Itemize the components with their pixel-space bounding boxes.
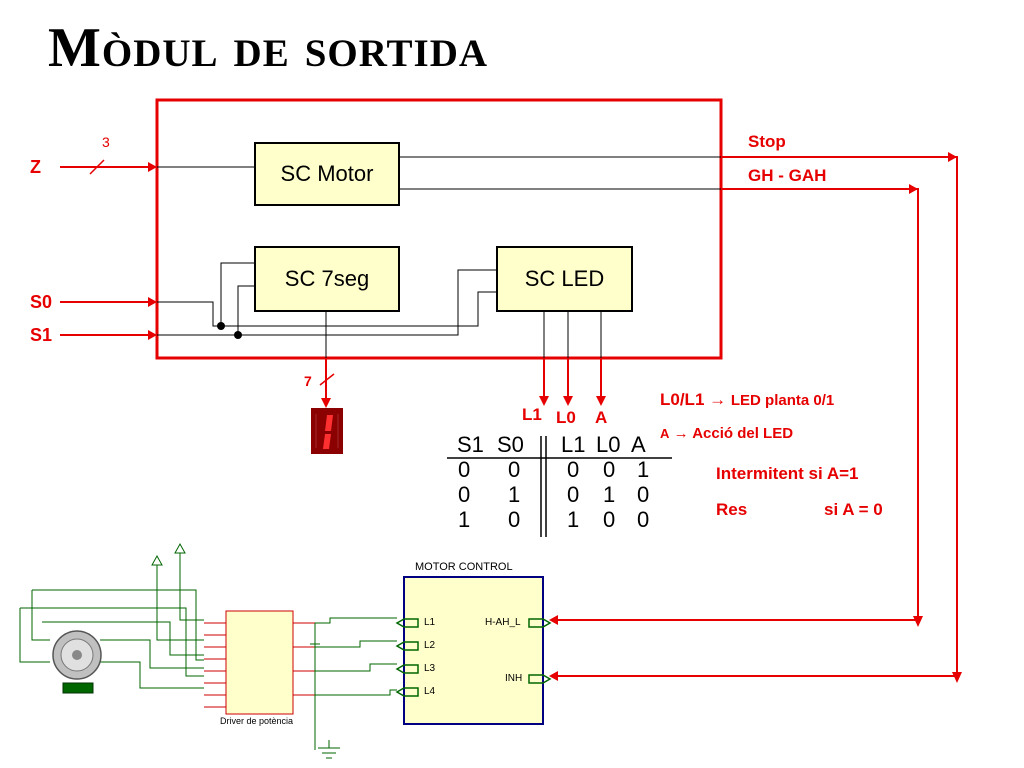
- block-sc-led-label: SC LED: [524, 266, 605, 291]
- note-line-2-a: A: [660, 426, 670, 441]
- truth-table-cell: 0: [637, 482, 650, 507]
- page-title: Mòdul de sortida: [48, 17, 489, 79]
- note-line-2-b: Acció del LED: [692, 425, 794, 442]
- block-sc-motor-label: SC Motor: [280, 161, 374, 186]
- block-sc-7seg: SC 7seg: [254, 246, 400, 312]
- output-stop-label: Stop: [748, 132, 786, 151]
- motor-control-title: MOTOR CONTROL: [415, 561, 513, 573]
- note-line-4-a: Res: [716, 500, 748, 519]
- pin-l3: L3: [424, 663, 436, 674]
- truth-table-cell: 0: [458, 482, 471, 507]
- truth-table-header-a: A: [631, 432, 646, 457]
- input-s1-label: S1: [30, 325, 53, 345]
- truth-table-header-s1: S1: [457, 432, 484, 457]
- pin-l1: L1: [424, 617, 436, 628]
- output-l1-label: L1: [522, 405, 542, 424]
- note-line-1-b: LED planta 0/1: [730, 392, 835, 409]
- block-sc-led: SC LED: [496, 246, 633, 312]
- note-line-2: A → Acció del LED: [660, 425, 793, 442]
- block-sc-motor: SC Motor: [254, 142, 400, 206]
- truth-table-cell: 0: [567, 457, 580, 482]
- truth-table-header-l1: L1: [561, 432, 586, 457]
- note-line-3: Intermitent si A=1: [716, 464, 859, 483]
- note-line-1: L0/L1 → LED planta 0/1: [660, 390, 834, 410]
- driver-block: [225, 610, 294, 715]
- pin-l4: L4: [424, 686, 436, 697]
- truth-table-cell: 0: [508, 457, 521, 482]
- truth-table-cell: 1: [567, 507, 580, 532]
- truth-table-cell: 0: [603, 457, 616, 482]
- note-line-1-a: L0/L1: [660, 390, 705, 409]
- seg-bus-width: 7: [304, 373, 312, 389]
- truth-table-cell: 0: [458, 457, 471, 482]
- note-arrow-icon: →: [673, 425, 689, 442]
- block-sc-7seg-label: SC 7seg: [284, 266, 370, 291]
- pin-l2: L2: [424, 640, 436, 651]
- input-s0-label: S0: [30, 292, 53, 312]
- truth-table-header-s0: S0: [497, 432, 524, 457]
- truth-table-cell: 1: [603, 482, 616, 507]
- driver-label: Driver de potència: [220, 716, 294, 726]
- truth-table-cell: 0: [637, 507, 650, 532]
- truth-table-cell: 1: [637, 457, 650, 482]
- output-a-label: A: [595, 408, 608, 427]
- output-gh-label: GH - GAH: [748, 166, 827, 185]
- truth-table-cell: 0: [603, 507, 616, 532]
- truth-table-cell: 0: [508, 507, 521, 532]
- z-bus-width: 3: [102, 134, 110, 150]
- truth-table-cell: 1: [458, 507, 471, 532]
- pin-inh: INH: [505, 673, 523, 684]
- truth-table-cell: 0: [567, 482, 580, 507]
- note-line-4-b: si A = 0: [824, 500, 883, 519]
- module-frame: [155, 98, 723, 360]
- truth-table-header-l0: L0: [596, 432, 621, 457]
- pin-hah: H-AH_L: [485, 617, 521, 628]
- output-l0-label: L0: [556, 408, 576, 427]
- note-arrow-icon: →: [709, 390, 727, 409]
- input-z-label: Z: [30, 157, 41, 177]
- truth-table-cell: 1: [508, 482, 521, 507]
